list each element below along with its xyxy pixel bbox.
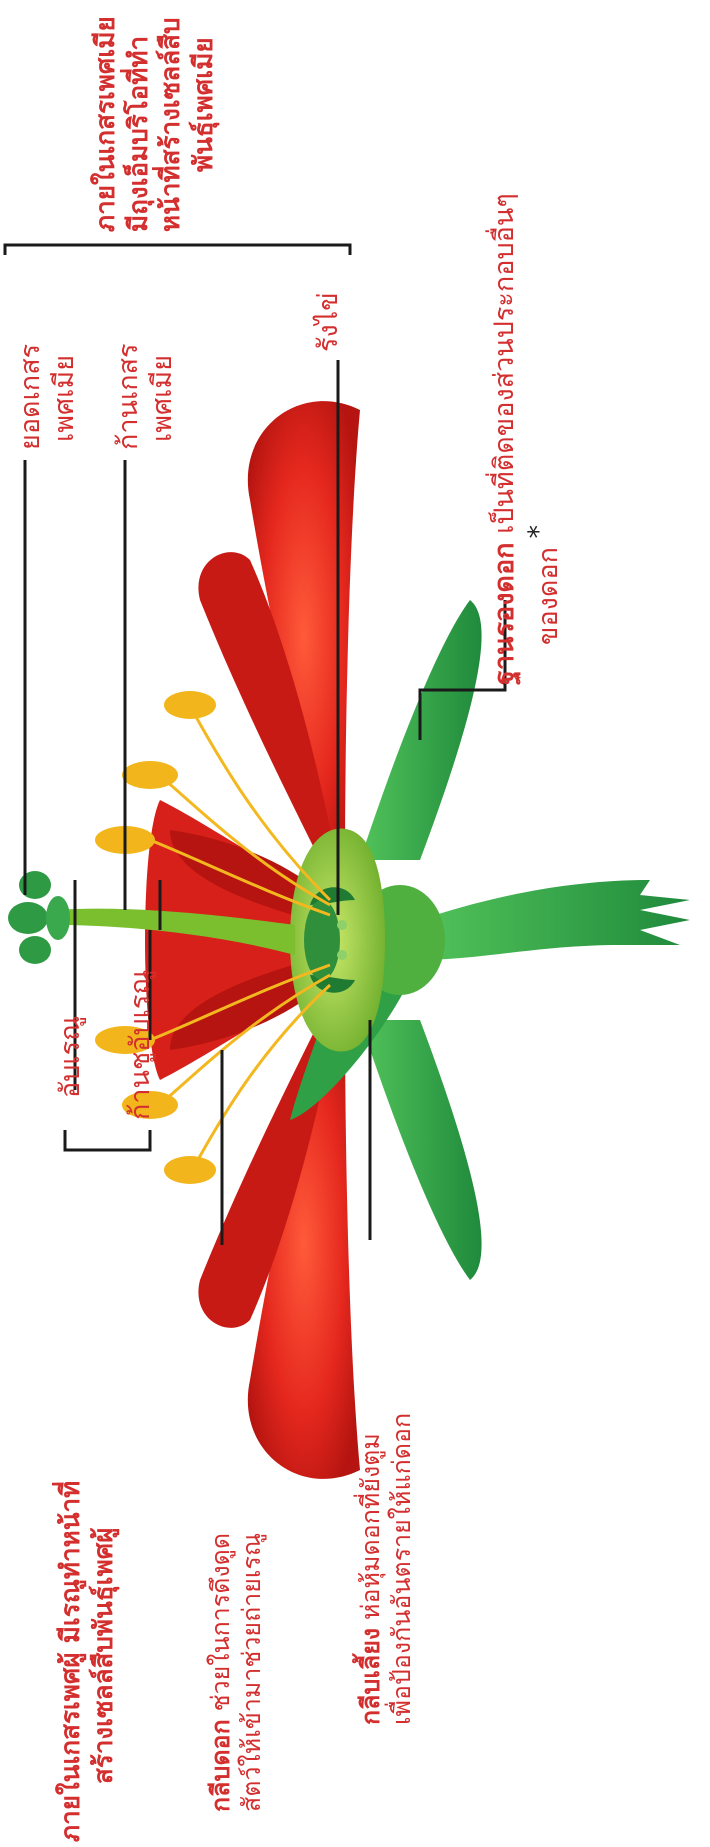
female-note-line-1: ภายในเกสรเพศเมีย	[90, 16, 123, 232]
ovary-label: รังไข่	[312, 292, 346, 352]
ovary-text: รังไข่	[312, 292, 346, 352]
female-note-line-3: หน้าที่สร้างเซลล์สืบ	[155, 16, 188, 232]
receptacle-label: ฐานรองดอก เป็นที่ติดของส่วนประกอบอื่นๆ ข…	[488, 193, 566, 685]
receptacle-title: ฐานรองดอก	[489, 542, 520, 685]
stigma-line-1: ยอดเกสร	[14, 344, 48, 450]
petal-label: กลีบดอก ช่วยในการดึงดูด สัตว์ให้เข้ามาช่…	[205, 1533, 268, 1812]
sepal-label: กลีบเลี้ยง ห่อหุ้มดอกที่ยังตูม เพื่อป้อง…	[355, 1413, 418, 1725]
male-organ-note: ภายในเกสรเพศผู้ มีเรณูทำหน้าที่ สร้างเซล…	[55, 1481, 120, 1842]
style-line-2: เพศเมีย	[146, 343, 180, 450]
sepal-line-2: เพื่อป้องกันอันตรายให้แก่ดอก	[386, 1413, 417, 1725]
receptacle-line-2: ของดอก *	[522, 193, 566, 685]
male-note-line-1: ภายในเกสรเพศผู้ มีเรณูทำหน้าที่	[55, 1481, 88, 1842]
petal-line-1: กลีบดอก ช่วยในการดึงดูด	[205, 1533, 236, 1812]
petal-desc-1: ช่วยในการดึงดูด	[206, 1533, 235, 1711]
female-note-line-2: มีถุงเอ็มบริโอที่ทำ	[123, 16, 156, 232]
petal-title: กลีบดอก	[206, 1719, 235, 1812]
stigma-line-2: เพศเมีย	[48, 344, 82, 450]
petal-line-2: สัตว์ให้เข้ามาช่วยถ่ายเรณู	[236, 1533, 267, 1812]
style-label: ก้านเกสร เพศเมีย	[112, 343, 180, 450]
receptacle-desc-2: ของดอก	[533, 547, 564, 645]
male-note-line-2: สร้างเซลล์สืบพันธุ์เพศผู้	[88, 1481, 121, 1842]
sepal-line-1: กลีบเลี้ยง ห่อหุ้มดอกที่ยังตูม	[355, 1413, 386, 1725]
receptacle-desc-1: เป็นที่ติดของส่วนประกอบอื่นๆ	[489, 193, 520, 534]
stigma-label: ยอดเกสร เพศเมีย	[14, 344, 82, 450]
anther-label: อับเรณู	[54, 1016, 88, 1098]
female-note-line-4: พันธุ์เพศเมีย	[188, 16, 221, 232]
anther-text: อับเรณู	[54, 1016, 88, 1098]
filament-label: ก้านชูอับเรณู	[124, 970, 158, 1120]
style-line-1: ก้านเกสร	[112, 343, 146, 450]
filament-text: ก้านชูอับเรณู	[124, 970, 158, 1120]
female-organ-note: ภายในเกสรเพศเมีย มีถุงเอ็มบริโอที่ทำ หน้…	[90, 16, 220, 232]
sepal-desc-1: ห่อหุ้มดอกที่ยังตูม	[356, 1433, 385, 1620]
receptacle-line-1: ฐานรองดอก เป็นที่ติดของส่วนประกอบอื่นๆ	[488, 193, 522, 685]
sepal-title: กลีบเลี้ยง	[356, 1628, 385, 1725]
receptacle-asterisk: *	[523, 525, 554, 539]
